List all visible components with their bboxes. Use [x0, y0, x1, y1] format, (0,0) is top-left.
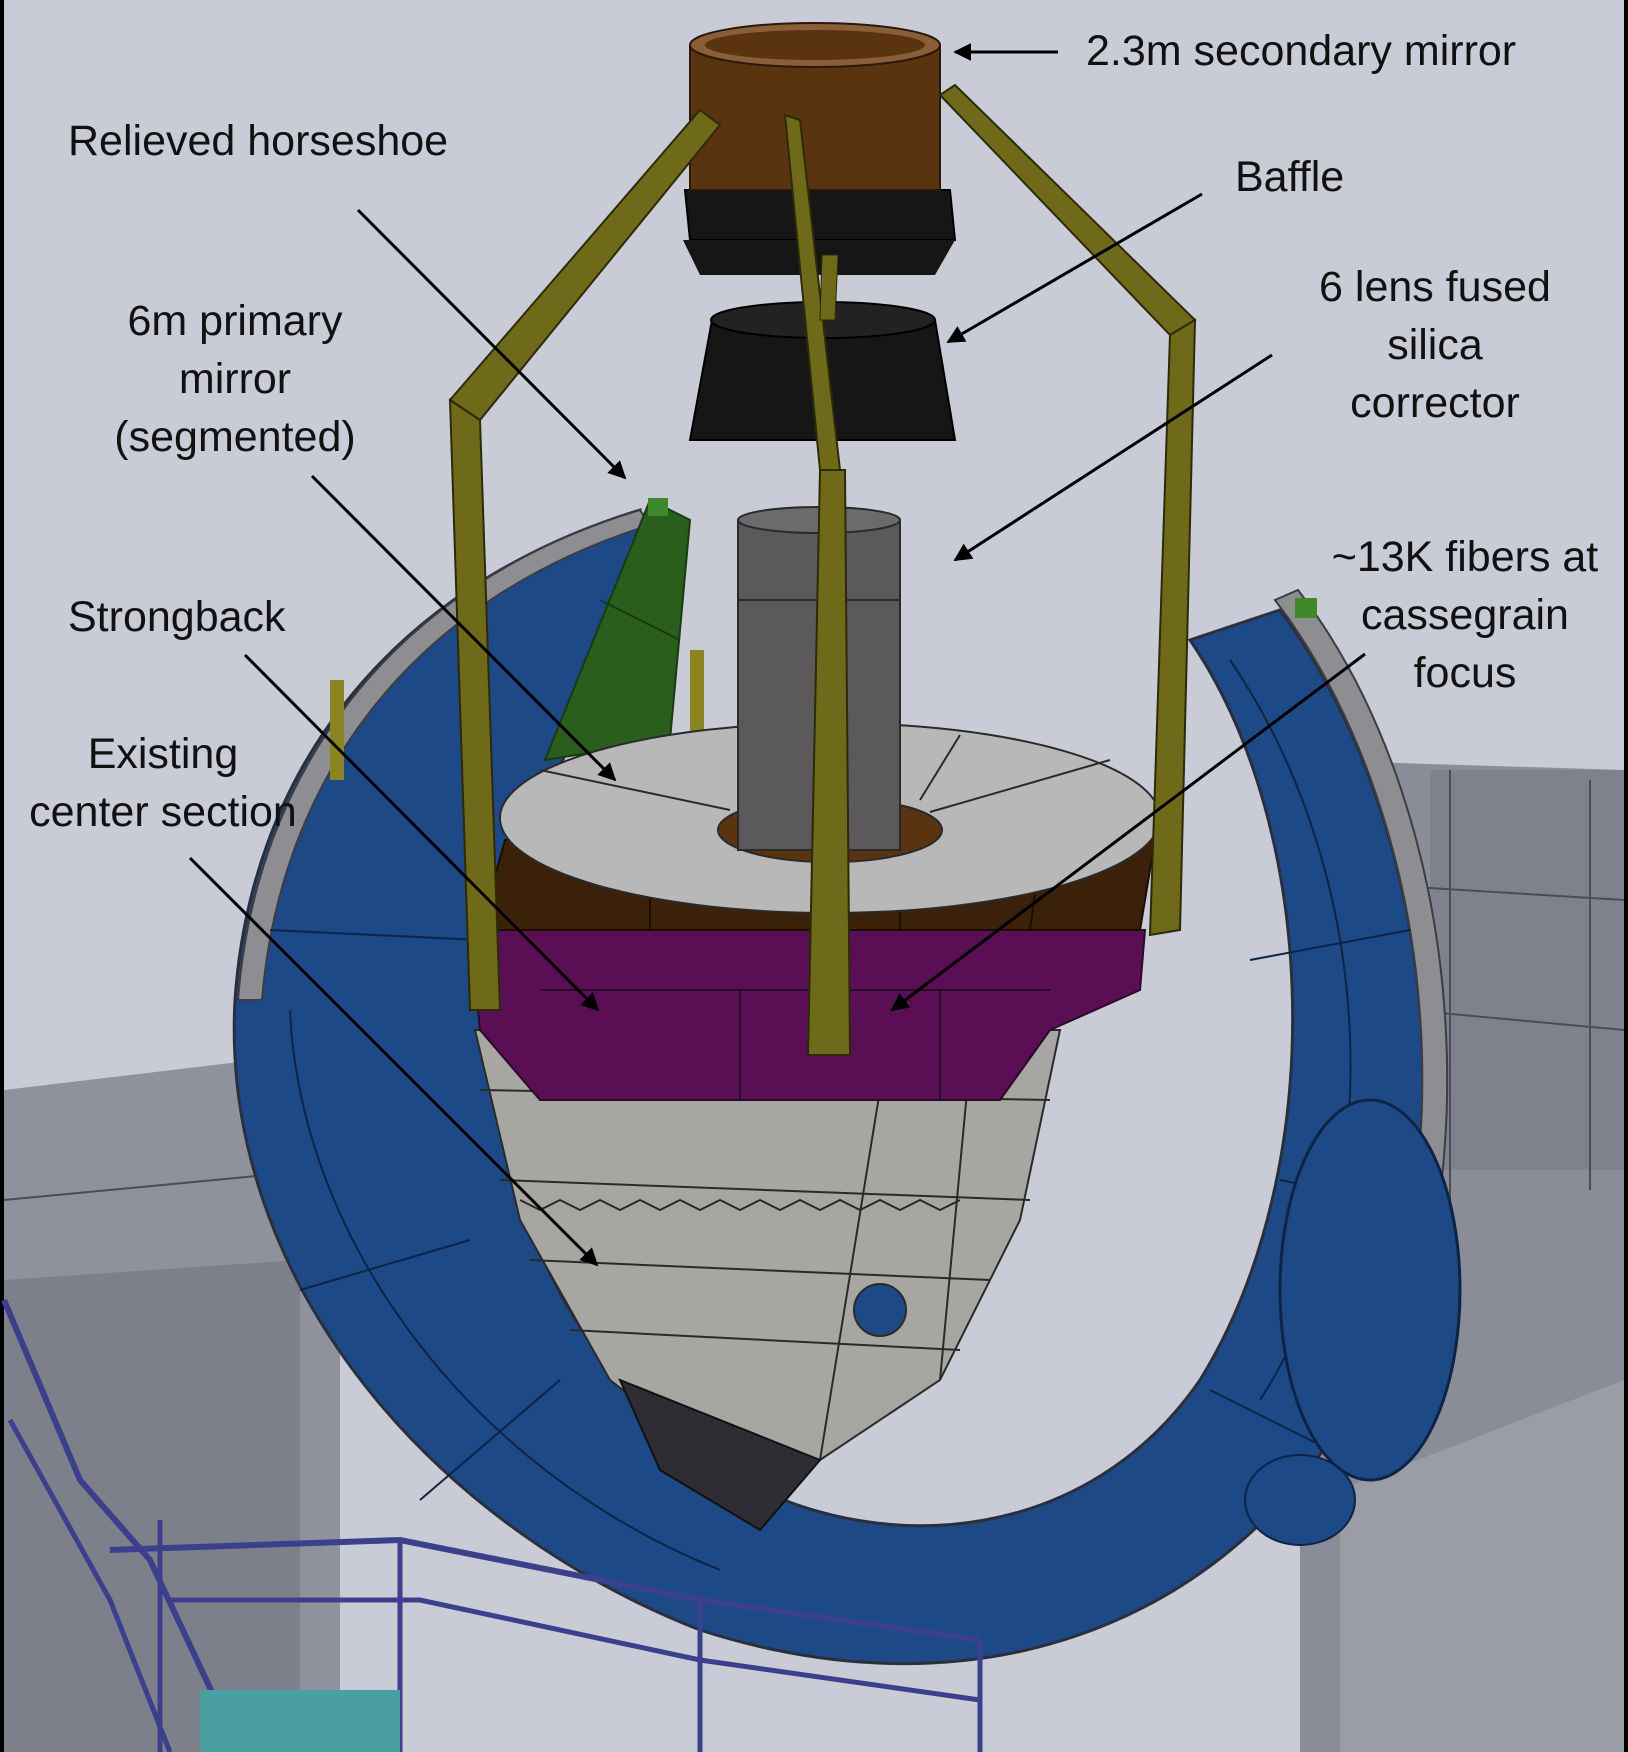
label-fibers-line3: focus [1413, 649, 1517, 697]
label-fibers: ~13K fibers at cassegrain focus [1305, 528, 1625, 702]
arrow-primary-mirror [310, 474, 617, 782]
railing-stairs [1, 1298, 983, 1752]
center-section [473, 1029, 1062, 1532]
strongback-ring [468, 929, 1147, 1101]
label-primary-mirror-line3: (segmented) [114, 413, 356, 461]
label-fibers-line1: ~13K fibers at [1331, 533, 1599, 581]
arrow-relieved-horseshoe [356, 208, 627, 480]
truss-spider [448, 83, 1197, 1056]
label-primary-mirror-line1: 6m primary [127, 297, 343, 345]
label-center-section-line1: Existing [87, 730, 239, 778]
arrow-fibers [890, 652, 1366, 1012]
label-corrector: 6 lens fused silica corrector [1280, 258, 1590, 432]
arrow-center-section [188, 856, 599, 1267]
label-corrector-line1: 6 lens fused [1319, 263, 1551, 311]
arrow-corrector [953, 353, 1273, 562]
label-secondary-mirror: 2.3m secondary mirror [1086, 27, 1517, 75]
label-fibers-line2: cassegrain [1361, 591, 1569, 639]
arrow-strongback [243, 653, 600, 1012]
label-primary-mirror-line2: mirror [178, 355, 292, 403]
arrow-baffle [946, 192, 1203, 344]
label-corrector-line3: corrector [1350, 379, 1520, 427]
label-center-section-line2: center section [29, 788, 297, 836]
secondary-mirror [683, 22, 957, 275]
label-center-section: Existing center section [8, 725, 318, 841]
label-strongback: Strongback [68, 593, 286, 641]
label-primary-mirror: 6m primary mirror (segmented) [80, 292, 390, 466]
label-relieved-horseshoe: Relieved horseshoe [68, 117, 449, 165]
label-baffle: Baffle [1235, 153, 1345, 201]
pointer-arrows [188, 43, 1366, 1267]
label-corrector-line2: silica [1387, 321, 1483, 369]
